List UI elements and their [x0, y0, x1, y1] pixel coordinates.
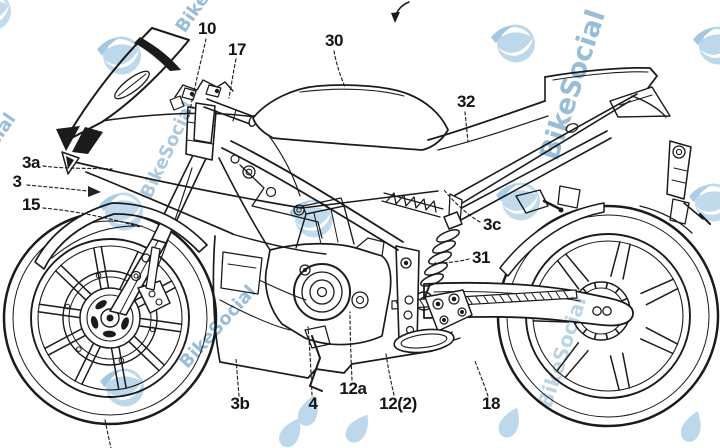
exhaust: [393, 328, 455, 354]
callout-3b: 3b: [230, 394, 250, 413]
side-louvers: [385, 192, 437, 213]
callout-18: 18: [481, 394, 501, 413]
rear-shock: [420, 211, 463, 298]
callout-3c: 3c: [482, 215, 502, 234]
rear-hugger: [499, 202, 605, 277]
callout-4: 4: [308, 394, 318, 413]
callout-12-2-: 12(2): [379, 394, 417, 413]
callout-31: 31: [471, 248, 491, 267]
frame-truss: [218, 140, 404, 251]
fuel-tank: [252, 84, 449, 151]
windscreen: [56, 27, 190, 175]
plate-hanger: [631, 95, 711, 225]
direction-arrow: [391, 1, 410, 23]
fairing: [65, 112, 439, 295]
callout-17: 17: [227, 40, 247, 59]
callout-10: 10: [197, 19, 217, 38]
front-hub-cutouts: [90, 300, 129, 338]
callout-15: 15: [21, 195, 41, 214]
rear-hugger-tail: [639, 205, 693, 234]
pillion-peg: [515, 189, 564, 214]
front-wheel: [2, 210, 218, 426]
callout-3a: 3a: [21, 153, 41, 172]
nose-intake: [56, 126, 80, 151]
callout-3: 3: [12, 172, 22, 191]
nose-intake: [72, 127, 103, 154]
handlebar-assembly: [169, 79, 258, 144]
callout-30: 30: [324, 31, 344, 50]
callout-12a: 12a: [339, 379, 367, 398]
callout-3-arrowhead: [88, 186, 101, 197]
seat-tail: [427, 66, 671, 151]
fender-bracket: [557, 185, 581, 209]
engine: [264, 197, 392, 346]
callout-32: 32: [456, 92, 476, 111]
louver-band: [381, 192, 444, 218]
